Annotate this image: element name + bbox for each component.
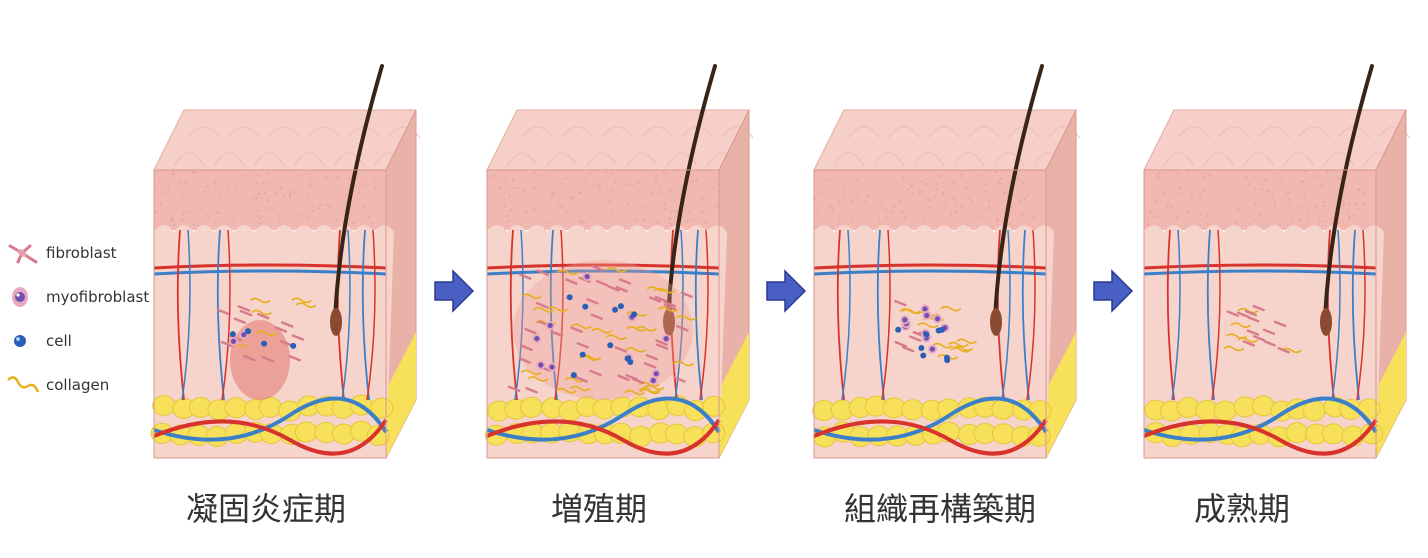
skin-block-inflammation — [150, 60, 422, 470]
arrow-right-icon — [1093, 269, 1134, 313]
legend-item-collagen: collagen — [6, 370, 109, 400]
skin-block-proliferation — [483, 60, 755, 470]
cell-icon — [14, 335, 26, 347]
skin-block-maturation — [1140, 60, 1412, 470]
legend-item-fibroblast: fibroblast — [6, 238, 117, 268]
stage-label-remodeling: 組織再構築期 — [843, 490, 1036, 528]
legend-item-myofibroblast: myofibroblast — [6, 282, 149, 312]
stage-label-inflammation: 凝固炎症期 — [185, 490, 346, 528]
legend-label: myofibroblast — [46, 288, 150, 306]
collagen-icon — [7, 376, 40, 393]
fibroblast-icon — [8, 244, 38, 264]
stage-label-maturation: 成熟期 — [1193, 490, 1290, 528]
legend-item-cell: cell — [6, 326, 72, 356]
legend-label: cell — [46, 332, 72, 350]
stage-label-proliferation: 増殖期 — [550, 490, 647, 528]
arrow-right-icon — [434, 269, 475, 313]
myofibroblast-icon — [12, 287, 28, 307]
legend-label: collagen — [46, 376, 110, 394]
legend-label: fibroblast — [46, 244, 117, 262]
arrow-right-icon — [766, 269, 807, 313]
skin-block-remodeling — [810, 60, 1082, 470]
